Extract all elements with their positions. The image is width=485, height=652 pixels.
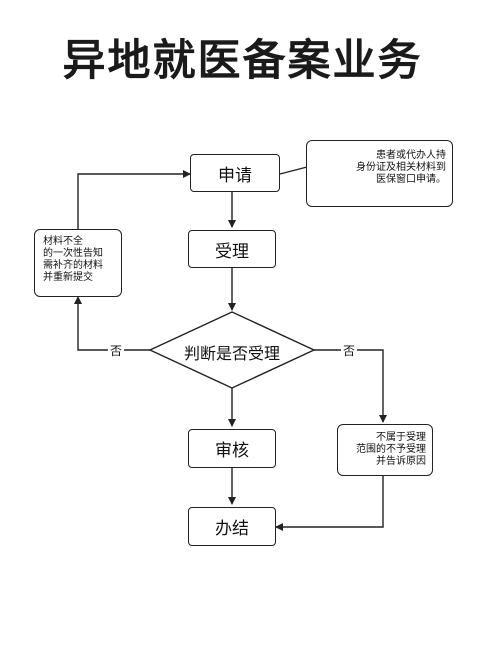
- decision-label: 判断是否受理: [183, 344, 280, 363]
- node-apply: 申请: [190, 154, 280, 192]
- note-incomplete: 材料不全 的一次性告知 需补齐的材料 并重新提交: [34, 229, 122, 297]
- arrow-decision-to-incomplete: [74, 296, 150, 351]
- note-reject: 不属于受理 范围的不予受理 并告诉原因: [337, 424, 433, 476]
- node-complete: 办结: [188, 507, 276, 546]
- edge-label-no-left: 否: [108, 342, 125, 359]
- page-title: 异地就医备案业务: [62, 36, 423, 86]
- edge-label-no-right: 否: [341, 342, 358, 359]
- note-pointer: [279, 166, 308, 175]
- arrow-decision-to-reject: [314, 349, 387, 423]
- arrow-reject-to-complete: [275, 475, 384, 531]
- node-accept: 受理: [188, 230, 276, 268]
- node-review: 审核: [188, 429, 276, 468]
- note-apply: 患者或代办人持 身份证及相关材料到 医保窗口申请。: [306, 140, 453, 207]
- decision-diamond: [148, 311, 316, 389]
- arrow-incomplete-to-apply: [77, 170, 191, 229]
